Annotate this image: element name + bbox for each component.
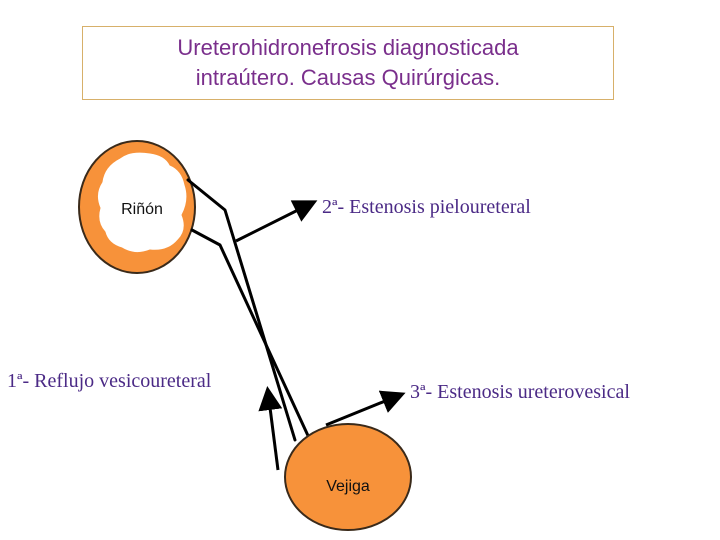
arrow-cause-1 bbox=[258, 386, 283, 471]
slide-title: Ureterohidronefrosis diagnosticada intra… bbox=[177, 33, 518, 93]
label-cause-2: 2ª- Estenosis pieloureteral bbox=[322, 196, 531, 218]
title-line-1: Ureterohidronefrosis diagnosticada bbox=[177, 35, 519, 60]
ureter-line-outer bbox=[186, 178, 297, 442]
bladder-outline bbox=[284, 423, 412, 531]
kidney-label: Riñón bbox=[121, 201, 163, 218]
title-box: Ureterohidronefrosis diagnosticada intra… bbox=[82, 26, 614, 100]
arrows bbox=[235, 200, 406, 471]
arrow-cause-3 bbox=[325, 390, 406, 427]
label-cause-3: 3ª- Estenosis ureterovesical bbox=[410, 381, 630, 403]
kidney: Riñón bbox=[78, 140, 196, 274]
title-line-2: intraútero. Causas Quirúrgicas. bbox=[195, 65, 501, 90]
bladder-label: Vejiga bbox=[326, 478, 370, 495]
label-cause-1: 1ª- Reflujo vesicoureteral bbox=[7, 370, 212, 392]
kidney-pelvis bbox=[96, 151, 188, 254]
ureter-line-inner bbox=[190, 228, 312, 442]
arrow-cause-2 bbox=[235, 200, 318, 243]
ureters bbox=[186, 178, 312, 442]
bladder: Vejiga bbox=[284, 423, 412, 531]
